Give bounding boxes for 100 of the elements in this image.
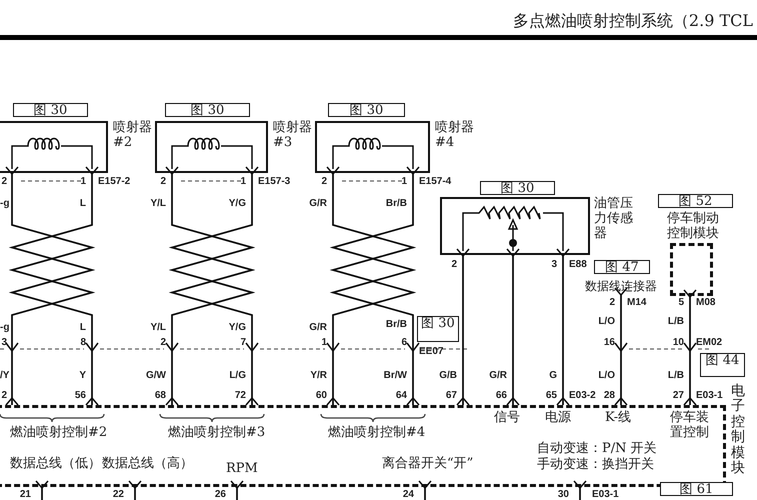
figure-reference-box: 图 30 — [13, 103, 88, 117]
page-title: 多点燃油喷射控制系统（2.9 TCL — [512, 11, 753, 31]
pin-number: 72 — [234, 390, 246, 402]
pin-number: 30 — [558, 489, 569, 500]
function-label: 数据总线（低） — [10, 456, 101, 471]
component-label: 油管压力传感器 — [594, 196, 634, 241]
pin-number: 2 — [321, 176, 327, 188]
wire-color-code: L/B — [668, 370, 684, 382]
pin-number: 3 — [1, 337, 7, 349]
pin-number: 66 — [496, 390, 507, 402]
component-label: 停车制动控制模块 — [667, 211, 720, 241]
wire-color-code: G/R — [309, 322, 327, 334]
pin-number: 64 — [396, 390, 407, 402]
pin-number: 67 — [446, 390, 457, 402]
connector-code: E03-2 — [569, 390, 596, 402]
function-label: K-线 — [605, 410, 632, 425]
function-label: 燃油喷射控制#2 — [10, 425, 108, 440]
connector-code: E03-1 — [696, 390, 723, 402]
connector-code: E157-3 — [258, 176, 290, 188]
figure-reference-box: 图 44 — [700, 353, 745, 377]
pin-number: 1 — [80, 176, 86, 188]
pin-number: 1 — [321, 337, 327, 349]
wire-color-code: Y/L — [150, 198, 166, 210]
pin-number: 56 — [74, 390, 86, 402]
function-label: 停车装置控制 — [670, 410, 710, 440]
figure-reference-box: 图 52 — [658, 194, 733, 208]
wire-color-code: L/G — [229, 370, 246, 382]
connector-code: EM02 — [696, 337, 722, 349]
wire-color-code: L/B — [668, 316, 684, 328]
pin-number: 2 — [160, 337, 166, 349]
pin-number: 2 — [451, 259, 457, 271]
wire-color-code: L/O — [598, 370, 615, 382]
wire-color-code: G/W — [146, 370, 166, 382]
wire — [230, 480, 244, 500]
pin-number: 21 — [20, 489, 31, 500]
figure-reference-box: 图 30 — [328, 103, 405, 117]
wire-color-code: -g — [0, 322, 10, 334]
wire-color-code: Br/B — [386, 319, 407, 331]
figure-reference-box: 图 47 — [594, 260, 650, 274]
function-label: 电源 — [545, 410, 571, 425]
wire — [573, 480, 587, 500]
connector-code: E157-2 — [98, 176, 130, 188]
pin-number: 60 — [316, 390, 327, 402]
figure-reference-box: 图 30 — [417, 316, 459, 342]
wire-color-code: Y/G — [228, 198, 246, 210]
wire-color-code: L — [80, 322, 86, 334]
wire — [614, 287, 628, 406]
figure-reference-box: 图 30 — [480, 181, 555, 195]
connector-code: E157-4 — [419, 176, 452, 188]
wire-color-code: Br/W — [384, 370, 407, 382]
wire-color-code: Y/G — [228, 322, 246, 334]
wire-color-code: L/O — [598, 316, 615, 328]
pin-number: 6 — [401, 337, 407, 349]
figure-reference-box: 图 30 — [165, 103, 250, 117]
wire-color-code: Y — [79, 370, 86, 382]
pin-number: 16 — [604, 337, 615, 349]
wire-color-code: Y/R — [310, 370, 327, 382]
wire-color-code: /Y — [0, 370, 10, 382]
wire — [556, 248, 570, 406]
wire-color-code: G/R — [489, 370, 507, 382]
function-label: 燃油喷射控制#3 — [168, 425, 266, 440]
wire-color-code: G — [549, 370, 557, 382]
pin-number: 27 — [672, 390, 684, 402]
function-label: 数据总线（高） — [102, 456, 193, 471]
component-label: 喷射器#4 — [435, 120, 475, 150]
pin-number: 1 — [240, 176, 246, 188]
pin-number: 22 — [112, 489, 124, 500]
pin-number: 10 — [672, 337, 684, 349]
wire — [683, 289, 697, 406]
component-label: 数据线连接器 — [585, 278, 659, 294]
wire — [418, 480, 432, 500]
pin-number: 7 — [240, 337, 246, 349]
pin-number: 2 — [1, 176, 7, 188]
wire-color-code: Y/L — [150, 322, 166, 334]
pin-number: 2 — [609, 297, 615, 309]
function-label: RPM — [226, 461, 258, 476]
pin-number: 2 — [160, 176, 166, 188]
pin-number: 28 — [604, 390, 615, 402]
pin-number: 65 — [546, 390, 557, 402]
figure-reference-box: 图 61 — [660, 482, 733, 496]
wire-color-code: G/R — [309, 198, 327, 210]
pin-number: 3 — [551, 259, 557, 271]
module-label: 电子控制模块 — [731, 384, 745, 476]
function-label: 信号 — [494, 410, 520, 425]
wire — [456, 248, 470, 406]
pin-number: 68 — [154, 390, 166, 402]
pin-number: 1 — [401, 176, 407, 188]
connector-code: EE07 — [419, 346, 444, 358]
function-label: 自动变速：P/N 开关 — [537, 441, 657, 456]
wire — [128, 480, 142, 500]
connector-code: E88 — [569, 259, 587, 271]
function-label: 手动变速：换挡开关 — [537, 457, 654, 472]
function-label: 燃油喷射控制#4 — [328, 425, 426, 440]
connector-code: M08 — [696, 297, 716, 309]
wire-color-code: -g — [0, 198, 10, 210]
wire-color-code: Br/B — [386, 198, 407, 210]
component-label: 喷射器#3 — [273, 120, 313, 150]
pin-number: 24 — [402, 489, 414, 500]
function-label: 离合器开关“开” — [382, 456, 474, 471]
wire-color-code: G/B — [439, 370, 457, 382]
